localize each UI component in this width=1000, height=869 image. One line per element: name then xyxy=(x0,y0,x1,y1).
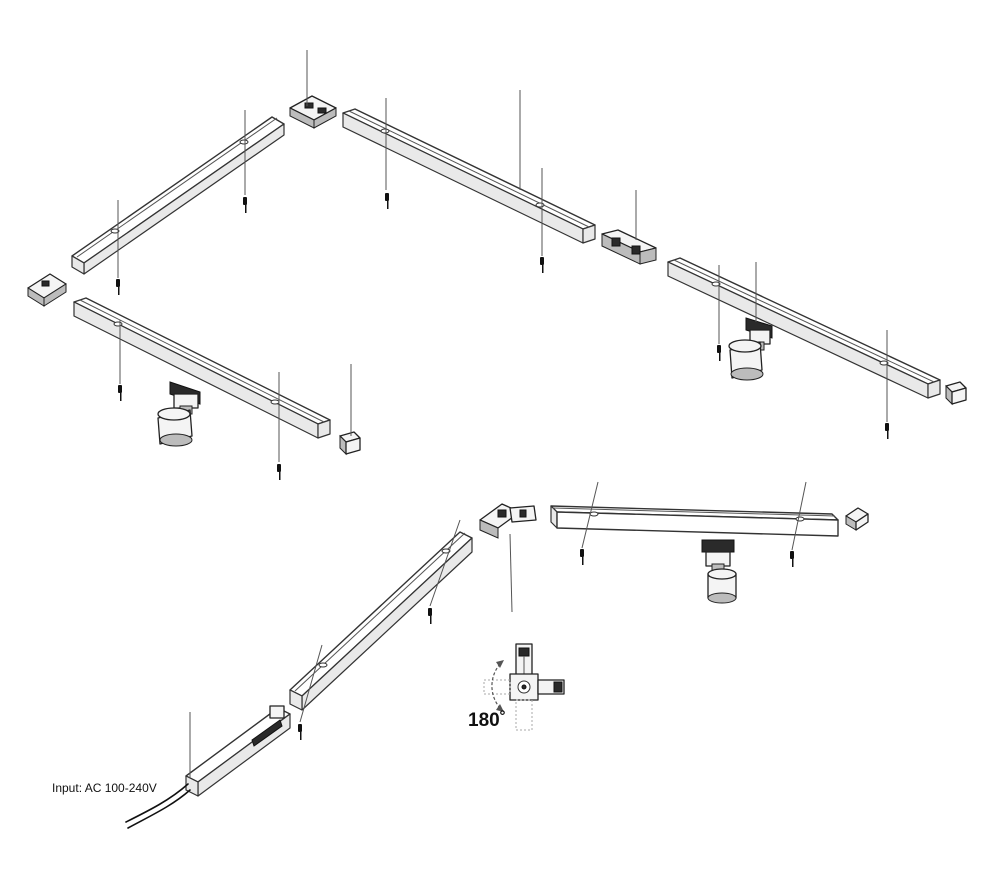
rotation-angle-label: 180˚ xyxy=(468,710,506,731)
screw-12 xyxy=(298,724,302,740)
screw-6 xyxy=(277,464,281,480)
screw-10 xyxy=(790,551,794,567)
end-cap-2 xyxy=(945,381,967,406)
track-rail-3 xyxy=(73,297,331,439)
screw-4 xyxy=(116,279,120,295)
rotation-detail xyxy=(483,643,565,731)
end-cap-3 xyxy=(845,507,869,531)
leader-lines xyxy=(117,50,888,778)
track-rail-4 xyxy=(667,257,941,399)
screw-11 xyxy=(428,608,432,624)
power-driver xyxy=(185,705,291,797)
power-cable xyxy=(125,783,191,829)
end-cap-1 xyxy=(339,431,361,456)
input-voltage-label: Input: AC 100-240V xyxy=(52,781,157,795)
track-rail-5 xyxy=(550,505,839,537)
spotlight-1 xyxy=(157,381,201,447)
flexible-connector xyxy=(479,503,537,539)
track-rail-2 xyxy=(342,108,596,244)
spotlight-2 xyxy=(728,317,773,381)
screw-9 xyxy=(580,549,584,565)
straight-connector xyxy=(601,229,657,265)
screw-2 xyxy=(385,193,389,209)
screw-8 xyxy=(885,423,889,439)
spotlight-3 xyxy=(701,539,737,604)
track-rail-1 xyxy=(71,116,285,275)
screw-1 xyxy=(243,197,247,213)
l-connector-top xyxy=(289,95,337,129)
screw-3 xyxy=(540,257,544,273)
screw-7 xyxy=(717,345,721,361)
track-rail-6 xyxy=(289,531,473,711)
screw-5 xyxy=(118,385,122,401)
l-connector-left xyxy=(27,273,67,307)
mounting-screws xyxy=(116,193,889,740)
